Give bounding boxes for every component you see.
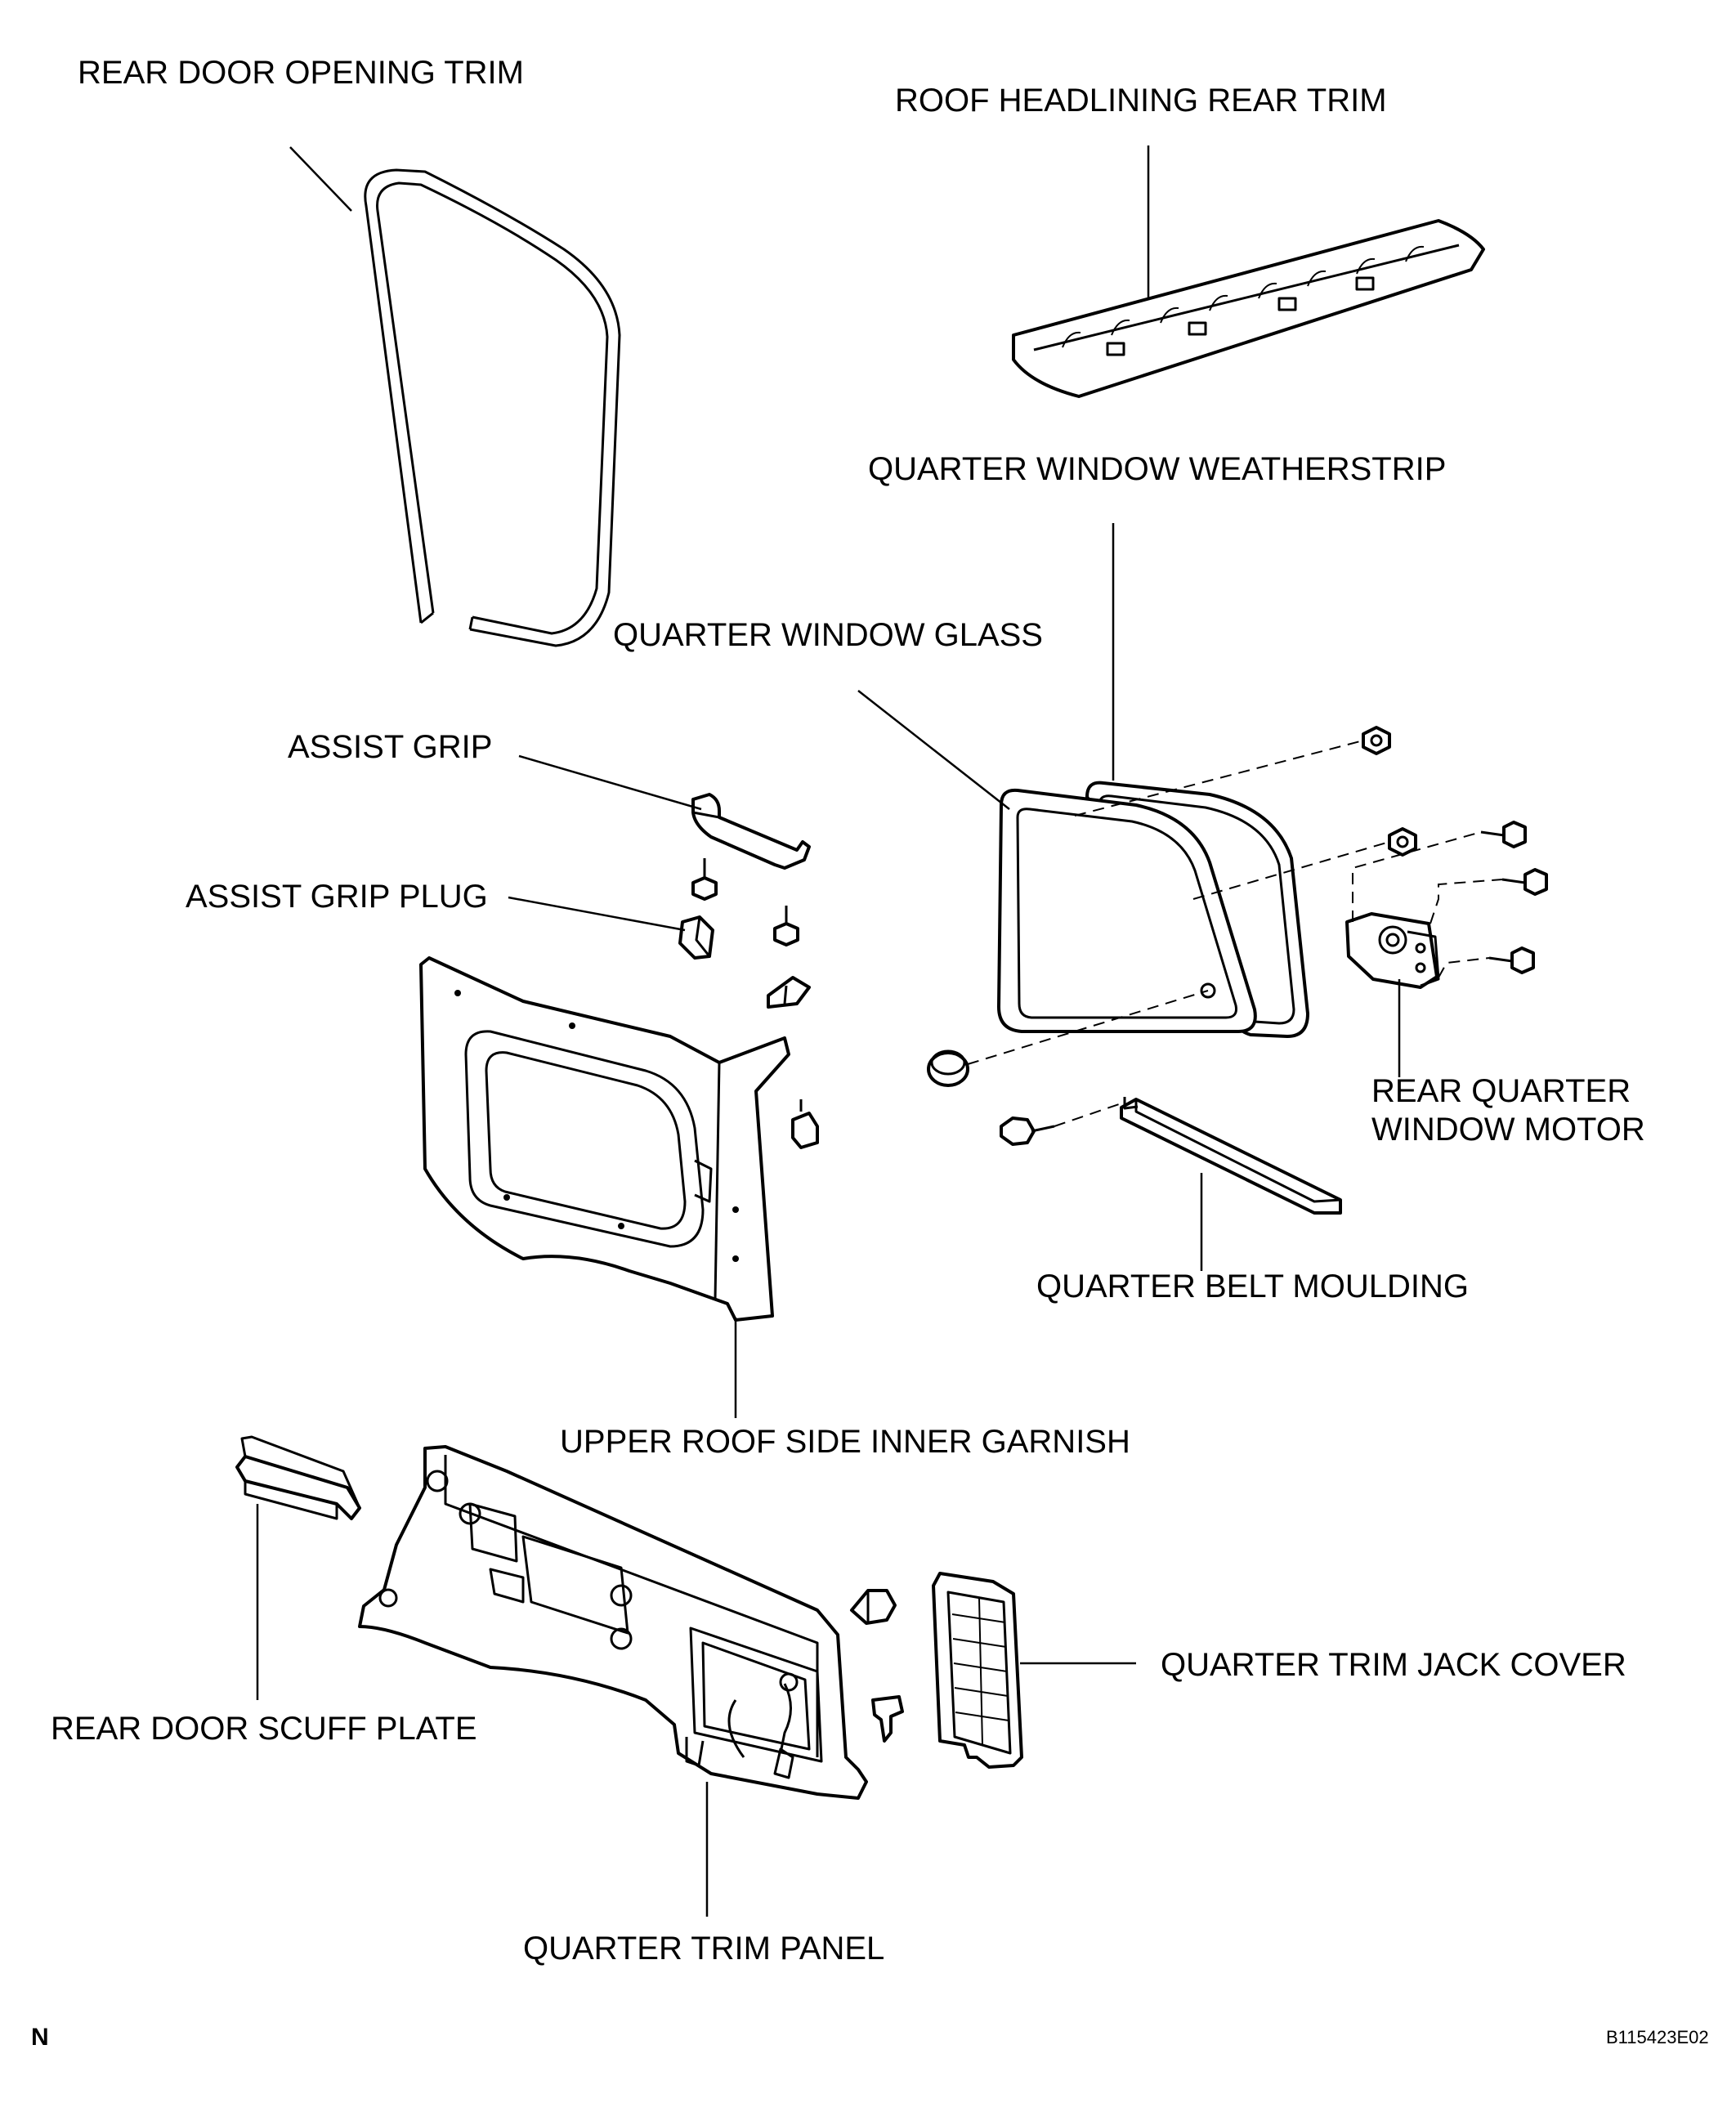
label-assist-grip-plug: ASSIST GRIP PLUG: [186, 879, 488, 915]
leader-lines: [256, 145, 1401, 1917]
moulding-screw: [1000, 1116, 1055, 1146]
rear-door-scuff-plate-part: [235, 1435, 361, 1520]
roof-headlining-rear-trim-part: [1012, 219, 1485, 398]
label-quarter-trim-panel: QUARTER TRIM PANEL: [523, 1931, 884, 1967]
rear-quarter-window-motor-part: [1345, 912, 1440, 989]
label-upper-roof-side-inner-garnish: UPPER ROOF SIDE INNER GARNISH: [560, 1424, 1130, 1460]
label-rear-quarter-window-motor-line1: REAR QUARTER: [1371, 1073, 1631, 1109]
orientation-mark: N: [31, 2024, 49, 2051]
label-rear-quarter-window-motor-line2: WINDOW MOTOR: [1371, 1112, 1645, 1148]
label-quarter-window-weatherstrip: QUARTER WINDOW WEATHERSTRIP: [868, 451, 1446, 487]
label-quarter-belt-moulding: QUARTER BELT MOULDING: [1036, 1269, 1469, 1304]
label-rear-door-opening-trim: REAR DOOR OPENING TRIM: [78, 55, 524, 91]
assist-grip-part: [691, 793, 811, 870]
label-quarter-trim-jack-cover: QUARTER TRIM JACK COVER: [1161, 1647, 1626, 1683]
quarter-trim-jack-cover-part: [932, 1572, 1023, 1769]
label-quarter-window-glass: QUARTER WINDOW GLASS: [613, 617, 1043, 653]
figure-code: B115423E02: [1606, 2027, 1709, 2047]
quarter-trim-panel-part: [358, 1445, 868, 1800]
grip-screws: [691, 858, 819, 1149]
upper-roof-side-inner-garnish-part: [419, 956, 790, 1322]
rear-door-opening-trim-part: [364, 168, 621, 647]
assembly-dashed-lines: [967, 740, 1503, 1127]
trim-panel-clips: [850, 1589, 904, 1743]
window-fasteners: [1362, 726, 1548, 974]
quarter-window-glass-part: [997, 788, 1257, 1033]
glass-plug-part: [927, 1049, 969, 1087]
assist-grip-plug-part: [678, 915, 714, 960]
label-assist-grip: ASSIST GRIP: [288, 729, 492, 765]
quarter-belt-moulding-part: [1120, 1097, 1342, 1215]
label-roof-headlining-rear-trim: ROOF HEADLINING REAR TRIM: [895, 83, 1387, 119]
label-rear-door-scuff-plate: REAR DOOR SCUFF PLATE: [51, 1711, 477, 1747]
